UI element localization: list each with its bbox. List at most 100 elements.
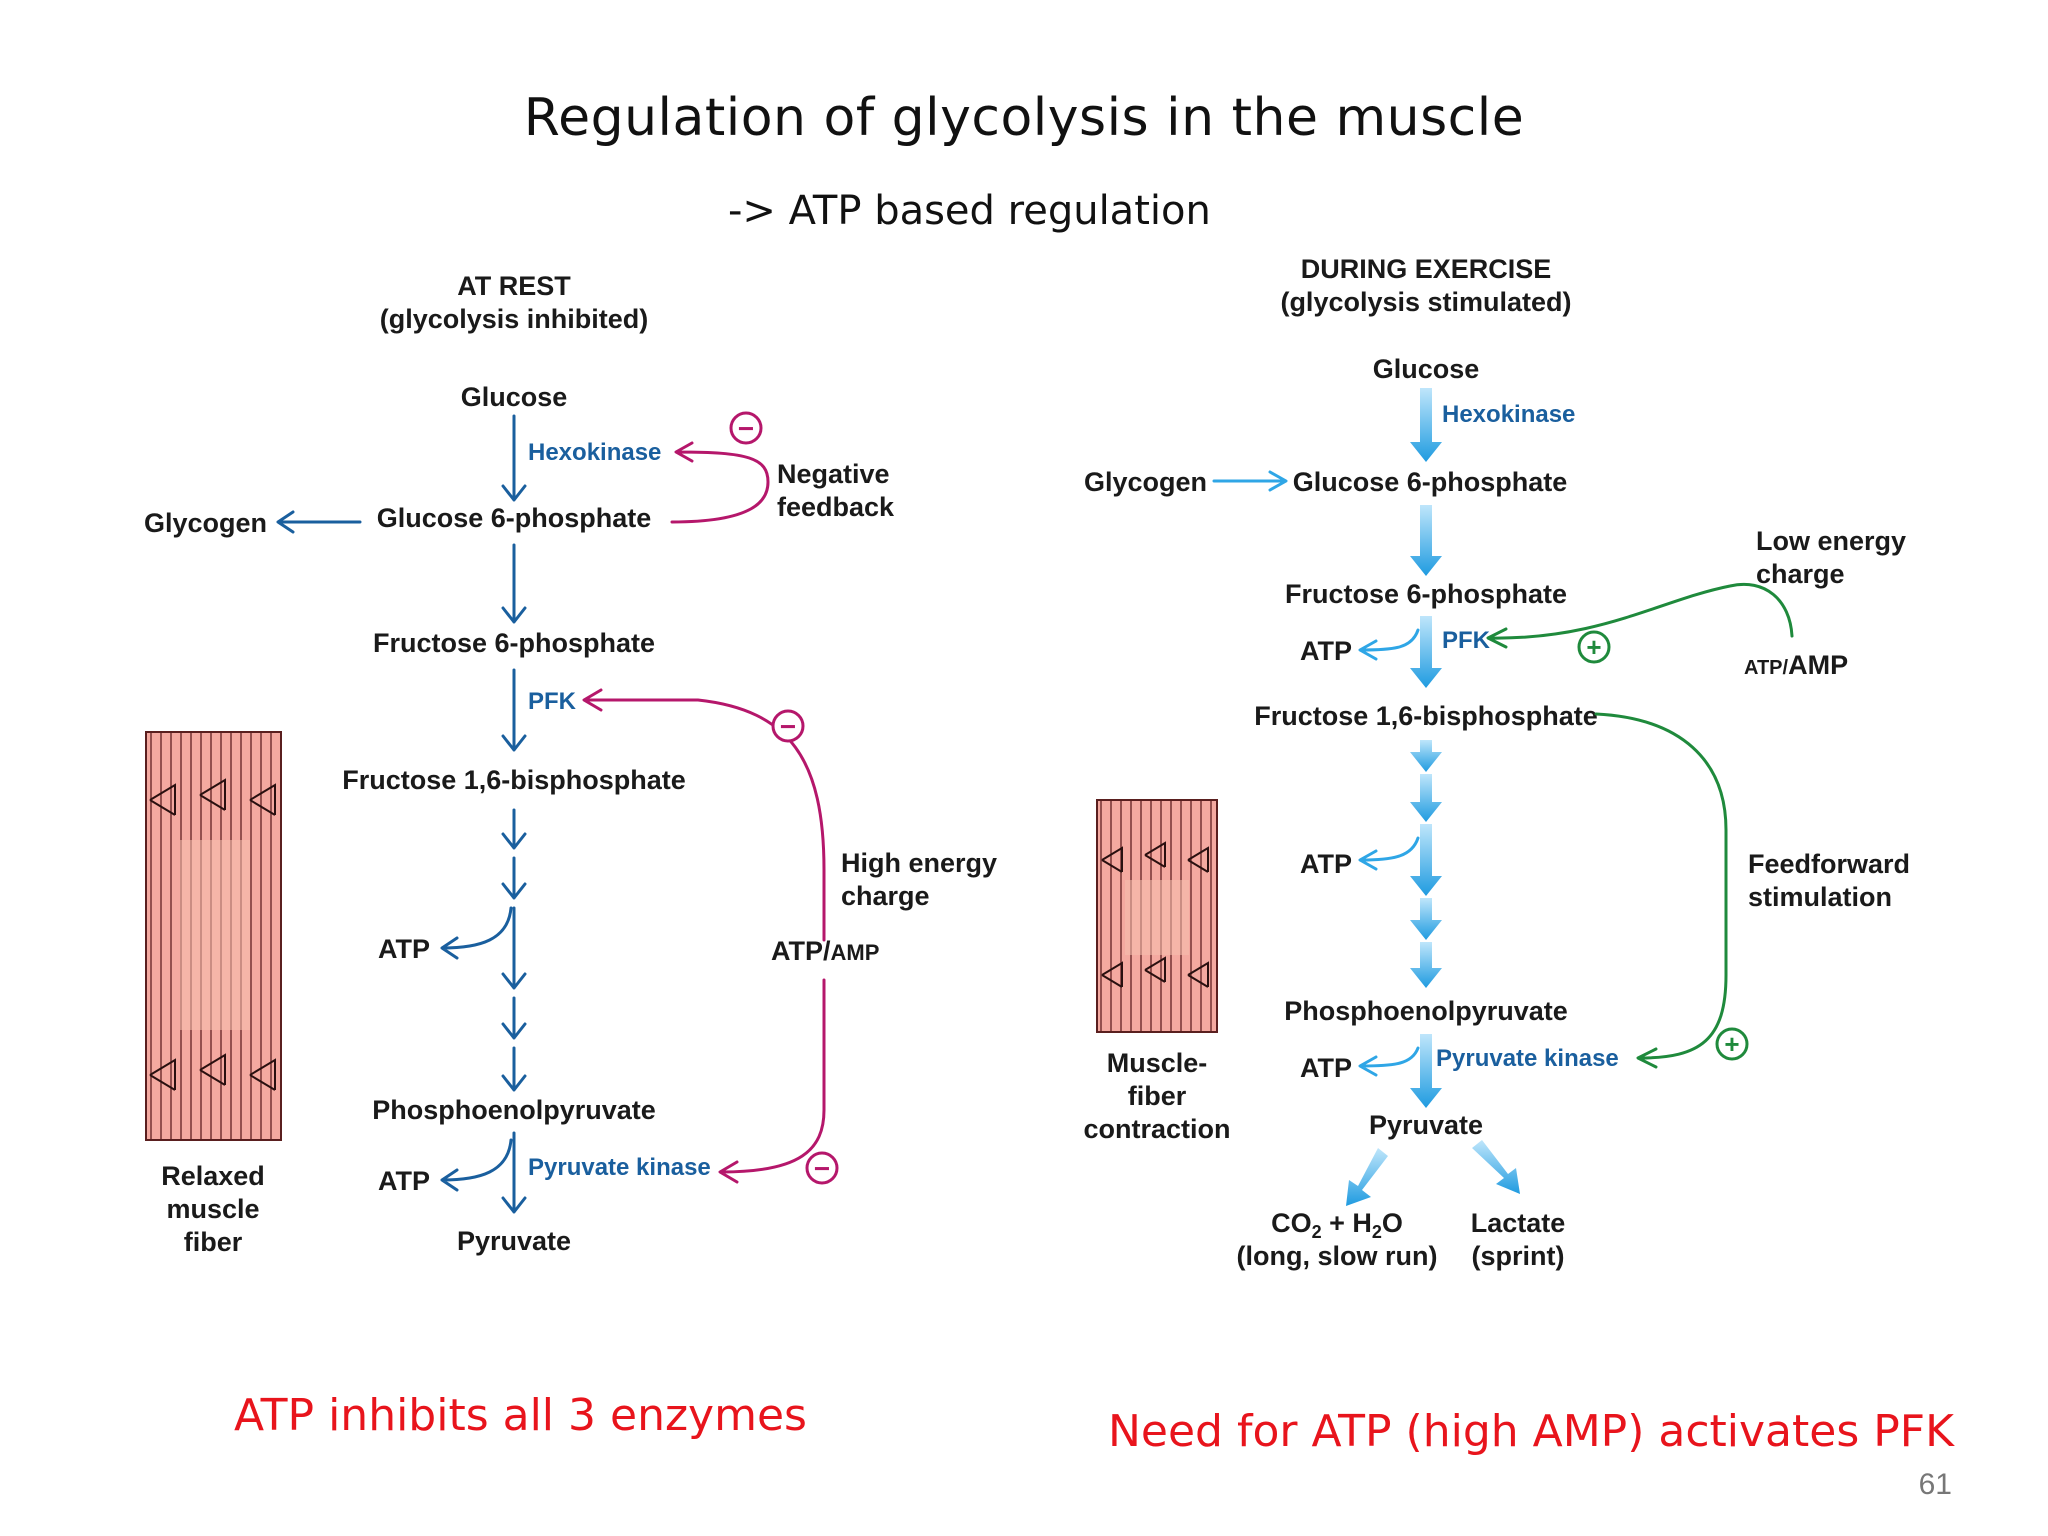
exercise-hexokinase: Hexokinase: [1442, 401, 1575, 428]
rest-arrow-step5: [501, 1046, 527, 1092]
exercise-glycogen: Glycogen: [1084, 467, 1207, 497]
exercise-atp-pfk-branch: [1358, 628, 1420, 661]
contracted-muscle-fiber-icon: [1096, 799, 1218, 1033]
rest-minus-icon-2: [771, 709, 805, 743]
exercise-co2-sub: 2: [1312, 1222, 1322, 1242]
exercise-f6p: Fructose 6-phosphate: [1285, 579, 1567, 609]
rest-arrow-f6p-f16bp: [501, 668, 527, 752]
rest-atp1: ATP: [378, 934, 430, 964]
exercise-atp1: ATP: [1300, 849, 1352, 879]
exercise-fiber-label-1: Muscle-: [1107, 1048, 1208, 1078]
slide-number: 61: [1918, 1468, 1952, 1501]
exercise-co2-note: (long, slow run): [1237, 1241, 1438, 1271]
rest-f6p: Fructose 6-phosphate: [373, 628, 655, 658]
rest-fiber-label-1: Relaxed: [161, 1161, 265, 1191]
slide-subtitle: -> ATP based regulation: [728, 188, 1211, 234]
exercise-g6p: Glucose 6-phosphate: [1293, 467, 1568, 497]
exercise-plus-icon-1: [1577, 630, 1611, 664]
rest-arrow-step2: [501, 856, 527, 900]
exercise-arrow-to-co2: [1346, 1148, 1388, 1206]
footer-left-note: ATP inhibits all 3 enzymes: [234, 1390, 807, 1441]
rest-atp2: ATP: [378, 1166, 430, 1196]
exercise-low-energy: Low energy: [1756, 526, 1906, 556]
rest-panel: AT REST (glycolysis inhibited) Glucose G…: [144, 271, 997, 1257]
rest-minus-sign-3: −: [814, 1153, 830, 1184]
exercise-f16bp: Fructose 1,6-bisphosphate: [1254, 701, 1598, 731]
rest-arrow-glucose-g6p: [501, 414, 527, 502]
exercise-atp2-branch: [1358, 1046, 1420, 1077]
exercise-arrow-step4: [1410, 898, 1442, 940]
footer-right-note: Need for ATP (high AMP) activates PFK: [1108, 1406, 1954, 1457]
rest-negative: Negative: [777, 459, 890, 489]
rest-pyruvate-kinase: Pyruvate kinase: [528, 1154, 711, 1181]
rest-f16bp: Fructose 1,6-bisphosphate: [342, 765, 686, 795]
rest-minus-icon-1: [729, 411, 763, 445]
exercise-fiber-label-2: fiber: [1128, 1081, 1187, 1111]
exercise-glucose: Glucose: [1373, 354, 1480, 384]
rest-arrow-g6p-glycogen: [276, 510, 362, 534]
relaxed-muscle-fiber-icon: [145, 731, 282, 1141]
exercise-plus-sign-1: +: [1586, 632, 1601, 662]
exercise-co2-h2o: CO2 + H2O: [1271, 1208, 1403, 1242]
rest-arrow-pep-pyruvate: [501, 1131, 527, 1214]
rest-glucose: Glucose: [461, 382, 568, 412]
exercise-atp-amp: ATP/AMP: [1744, 650, 1848, 680]
exercise-lactate: Lactate: [1471, 1208, 1566, 1238]
slide-title: Regulation of glycolysis in the muscle: [523, 88, 1525, 148]
rest-atp-amp-atp: ATP/: [771, 936, 831, 966]
rest-arrow-step3: [501, 906, 527, 990]
exercise-atp-pfk: ATP: [1300, 636, 1352, 666]
exercise-pyruvate-kinase: Pyruvate kinase: [1436, 1045, 1619, 1072]
exercise-atp1-branch: [1358, 836, 1420, 871]
exercise-stimulation: stimulation: [1748, 882, 1892, 912]
rest-heading: AT REST: [457, 271, 571, 301]
exercise-h2o-sub: 2: [1372, 1222, 1382, 1242]
exercise-arrow-f6p-f16bp: [1410, 616, 1442, 688]
rest-pfk: PFK: [528, 688, 577, 715]
rest-high-energy: High energy: [841, 848, 997, 878]
exercise-atp2: ATP: [1300, 1053, 1352, 1083]
rest-arrow-g6p-f6p: [501, 543, 527, 624]
exercise-arrow-step5: [1410, 942, 1442, 988]
rest-atp1-branch: [440, 906, 513, 960]
rest-subheading: (glycolysis inhibited): [380, 304, 649, 334]
exercise-h2o-b: O: [1382, 1208, 1403, 1238]
rest-fiber-label-3: fiber: [184, 1227, 243, 1257]
exercise-plus-icon-2: [1715, 1027, 1749, 1061]
rest-charge: charge: [841, 881, 930, 911]
exercise-heading: DURING EXERCISE: [1301, 254, 1552, 284]
rest-atp-amp: ATP/AMP: [771, 936, 879, 966]
exercise-arrow-g6p-f6p: [1410, 505, 1442, 576]
rest-negative-feedback-arrow: [670, 441, 770, 524]
exercise-pep: Phosphoenolpyruvate: [1284, 996, 1568, 1026]
exercise-arrow-glycogen-g6p: [1212, 470, 1288, 492]
rest-feedback: feedback: [777, 492, 895, 522]
exercise-h2o-a: + H: [1322, 1208, 1372, 1238]
exercise-fiber-label-3: contraction: [1083, 1114, 1230, 1144]
rest-pk-inhibition-arrow: [718, 978, 826, 1184]
exercise-feedforward: Feedforward: [1748, 849, 1910, 879]
rest-minus-sign-2: −: [780, 711, 796, 742]
exercise-co2: CO: [1271, 1208, 1312, 1238]
exercise-arrow-step3: [1410, 824, 1442, 896]
exercise-charge: charge: [1756, 559, 1845, 589]
exercise-pfk-activation-arrow: [1486, 583, 1794, 649]
rest-minus-sign-1: −: [738, 413, 754, 444]
exercise-arrow-step1: [1410, 740, 1442, 772]
rest-glycogen: Glycogen: [144, 508, 267, 538]
exercise-arrow-glucose-g6p: [1410, 388, 1442, 462]
rest-pyruvate: Pyruvate: [457, 1226, 571, 1256]
exercise-subheading: (glycolysis stimulated): [1280, 287, 1571, 317]
exercise-pfk: PFK: [1442, 627, 1491, 654]
rest-atp2-branch: [440, 1138, 513, 1192]
exercise-arrow-to-lactate: [1472, 1140, 1520, 1194]
rest-pfk-inhibition-arrow: [582, 688, 826, 942]
rest-arrow-step1: [501, 808, 527, 850]
rest-arrow-step4: [501, 996, 527, 1040]
rest-fiber-label-2: muscle: [166, 1194, 259, 1224]
exercise-atp-amp-amp: AMP: [1788, 650, 1848, 680]
rest-g6p: Glucose 6-phosphate: [377, 503, 652, 533]
exercise-lactate-note: (sprint): [1472, 1241, 1565, 1271]
